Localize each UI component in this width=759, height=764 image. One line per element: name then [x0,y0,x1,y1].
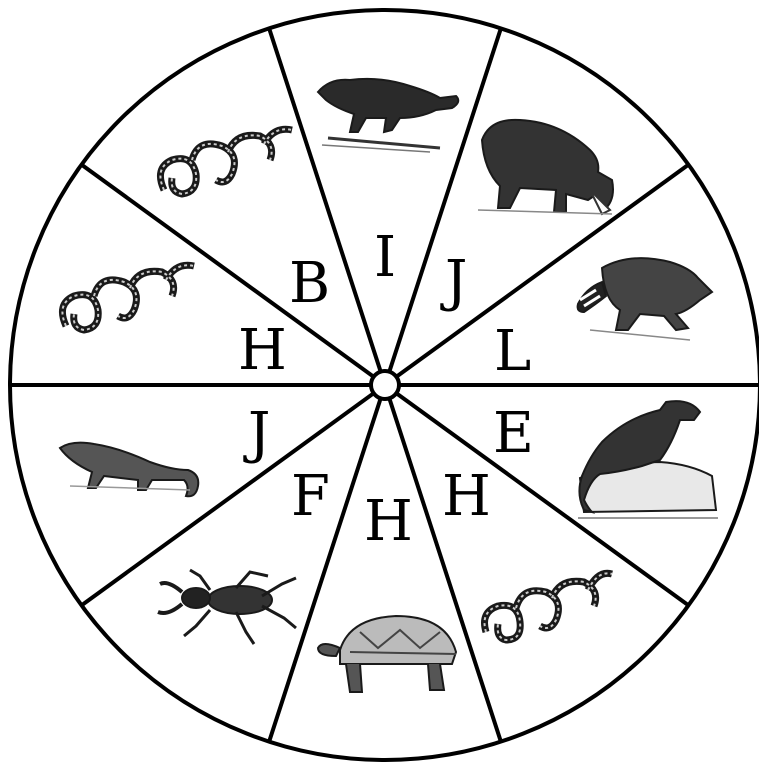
sector-letter: H [238,318,287,383]
sector-letter: E [493,401,534,466]
sector-letter: L [494,319,531,384]
sector-letter: J [243,401,270,466]
sector-letter: J [440,249,467,314]
sector-letter: I [374,225,396,290]
sector-letter: H [364,489,413,554]
sector-letter: F [291,464,330,529]
wheel-hub [371,371,399,399]
sector-letter: B [289,251,330,316]
sector-letter: H [442,464,491,529]
